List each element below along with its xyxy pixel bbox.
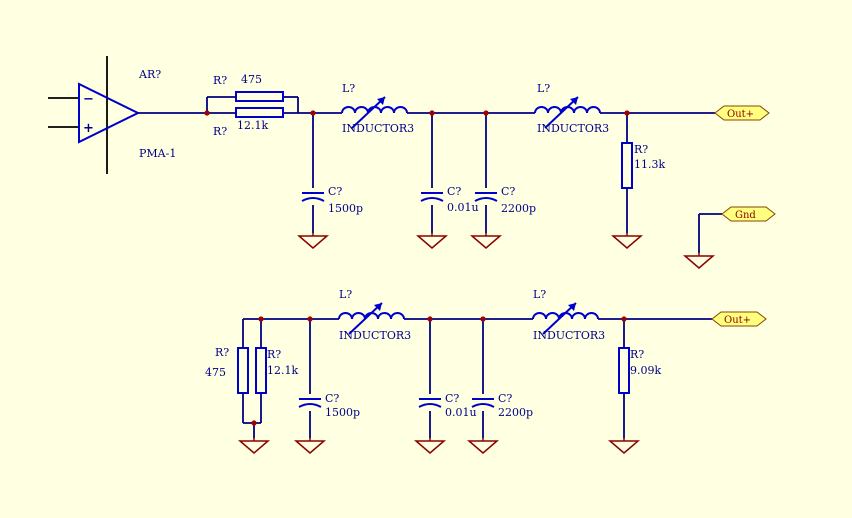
top-r2-designator: R? (213, 125, 227, 138)
ground-icon (471, 232, 501, 249)
top-capacitor-c3[interactable] (474, 192, 498, 202)
bottom-inductor-l1[interactable] (338, 302, 405, 335)
opamp-designator: AR? (138, 68, 161, 81)
ground-icon (298, 232, 328, 249)
bottom-l2-part: INDUCTOR3 (533, 329, 605, 342)
top-wires (138, 96, 722, 253)
top-r1-value: 475 (241, 73, 262, 86)
top-c2-value: 0.01u (447, 201, 479, 214)
ground-icon (612, 232, 642, 249)
bottom-l1-designator: L? (339, 288, 352, 301)
bottom-c1-designator: C? (325, 392, 339, 405)
junction-dot (429, 110, 435, 116)
opamp-minus-sign: − (83, 92, 94, 107)
bottom-r2-designator: R? (267, 348, 281, 361)
top-out-port[interactable]: Out+ (714, 105, 770, 121)
top-resistor-r3[interactable] (621, 142, 633, 189)
bottom-r2-value: 12.1k (267, 364, 298, 377)
bottom-resistor-r3[interactable] (618, 347, 630, 394)
top-resistor-r2[interactable] (235, 107, 284, 118)
junction-dot (624, 110, 630, 116)
junction-dot (480, 316, 486, 322)
junction-dot (204, 110, 210, 116)
bottom-c2-value: 0.01u (445, 406, 477, 419)
bottom-capacitor-c3[interactable] (471, 398, 495, 408)
bottom-c3-designator: C? (498, 392, 512, 405)
ground-icon (468, 437, 498, 454)
top-gnd-port-label: Gnd (735, 210, 756, 221)
top-c1-designator: C? (328, 185, 342, 198)
junction-dot (251, 420, 257, 426)
bottom-c1-value: 1500p (325, 406, 360, 419)
junction-dot (483, 110, 489, 116)
bottom-r3-designator: R? (630, 348, 644, 361)
ground-icon (417, 232, 447, 249)
opamp-symbol[interactable]: − + (48, 56, 141, 174)
junction-dot (258, 316, 264, 322)
bottom-c3-value: 2200p (498, 406, 533, 419)
bottom-r3-value: 9.09k (630, 364, 661, 377)
bottom-out-port[interactable]: Out+ (711, 311, 767, 327)
top-c2-designator: C? (447, 185, 461, 198)
top-out-port-label: Out+ (727, 109, 754, 120)
bottom-r1-value: 475 (205, 366, 226, 379)
bottom-wires (242, 318, 712, 438)
top-capacitor-c1[interactable] (301, 192, 325, 202)
top-l2-part: INDUCTOR3 (537, 122, 609, 135)
junction-dot (427, 316, 433, 322)
bottom-inductor-l2[interactable] (532, 302, 599, 335)
top-gnd-port[interactable]: Gnd (721, 206, 776, 222)
top-l1-designator: L? (342, 82, 355, 95)
opamp-plus-sign: + (83, 121, 94, 136)
ground-icon (415, 437, 445, 454)
opamp-part-label: PMA-1 (139, 147, 176, 160)
top-c3-designator: C? (501, 185, 515, 198)
bottom-resistor-r2[interactable] (255, 347, 267, 394)
junction-dot (307, 316, 313, 322)
junction-dot (310, 110, 316, 116)
top-l1-part: INDUCTOR3 (342, 122, 414, 135)
bottom-c2-designator: C? (445, 392, 459, 405)
top-c3-value: 2200p (501, 202, 536, 215)
ground-icon (609, 437, 639, 454)
ground-icon (295, 437, 325, 454)
ground-icon (684, 252, 714, 269)
top-capacitor-c2[interactable] (420, 192, 444, 202)
top-c1-value: 1500p (328, 202, 363, 215)
top-r3-value: 11.3k (634, 158, 665, 171)
bottom-resistor-r1[interactable] (237, 347, 249, 394)
top-resistor-r1[interactable] (235, 91, 284, 102)
top-r2-value: 12.1k (237, 119, 268, 132)
bottom-l2-designator: L? (533, 288, 546, 301)
top-inductor-l1[interactable] (341, 96, 408, 129)
top-r3-designator: R? (634, 143, 648, 156)
bottom-r1-designator: R? (215, 346, 229, 359)
ground-icon (239, 437, 269, 454)
bottom-out-port-label: Out+ (724, 315, 751, 326)
bottom-capacitor-c2[interactable] (418, 398, 442, 408)
top-inductor-l2[interactable] (534, 96, 601, 129)
top-r1-designator: R? (213, 74, 227, 87)
bottom-capacitor-c1[interactable] (298, 398, 322, 408)
top-l2-designator: L? (537, 82, 550, 95)
junction-dot (621, 316, 627, 322)
bottom-l1-part: INDUCTOR3 (339, 329, 411, 342)
